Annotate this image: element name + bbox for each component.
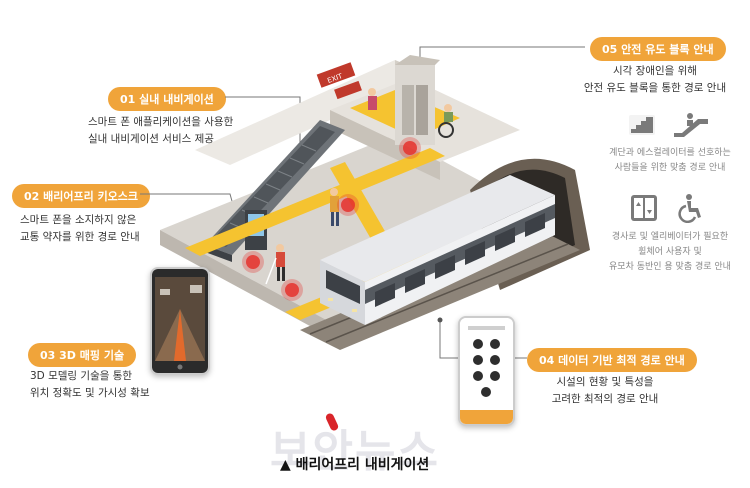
feature-02-line-2: 교통 약자를 위한 경로 안내 [20, 231, 140, 243]
phone-route-app [458, 316, 515, 426]
feature-05-sub2-line-3: 유모차 동반인 용 맞춤 경로 안내 [609, 262, 731, 272]
elevator-tower [395, 65, 435, 145]
feature-04-line-2: 고려한 최적의 경로 안내 [551, 393, 659, 405]
person-upper [368, 88, 377, 110]
feature-05-sub2-line-2: 휠체어 사용자 및 [638, 247, 702, 257]
feature-05-desc: 시각 장애인을 위해 안전 유도 블록을 통한 경로 안내 [570, 63, 740, 97]
feature-02-desc: 스마트 폰을 소지하지 않은 교통 약자를 위한 경로 안내 [20, 212, 140, 246]
feature-01-desc: 스마트 폰 애플리케이션을 사용한 실내 내비게이션 서비스 제공 [88, 114, 233, 148]
feature-05-sub1-line-2: 사람들을 위한 맞춤 경로 안내 [614, 163, 726, 173]
guidance-rings [242, 137, 421, 301]
train [320, 175, 555, 325]
phone-3d-map-screen [152, 269, 208, 373]
back-wall [195, 60, 430, 165]
feature-05-line-2: 안전 유도 블록을 통한 경로 안내 [583, 82, 727, 94]
escalator-icon [672, 111, 712, 137]
feature-05-label: 05 안전 유도 블록 안내 [590, 37, 726, 61]
feature-02-line-1: 스마트 폰을 소지하지 않은 [20, 214, 137, 226]
feature-03-line-2: 위치 정확도 및 가시성 확보 [30, 387, 150, 399]
phone-3d-map [150, 267, 210, 375]
person-walking [330, 188, 339, 226]
watermark-logo: 보안뉴스 [270, 426, 440, 477]
feature-03-line-1: 3D 모델링 기술을 통한 [30, 370, 133, 382]
feature-01-line-1: 스마트 폰 애플리케이션을 사용한 [88, 116, 234, 128]
feature-02-label: 02 배리어프리 키오스크 [12, 184, 151, 208]
feature-03-desc: 3D 모델링 기술을 통한 위치 정확도 및 가시성 확보 [30, 368, 150, 402]
wheelchair-icon [678, 193, 706, 224]
feature-05-sub1-line-1: 계단과 에스컬레이터를 선호하는 [609, 148, 731, 158]
feature-04-label: 04 데이터 기반 최적 경로 안내 [527, 348, 697, 372]
phone-route-app-screen [460, 318, 513, 424]
tactile-strip-main [185, 148, 445, 256]
feature-05-sub2: 경사로 및 엘리베이터가 필요한 휠체어 사용자 및 유모차 동반인 용 맞춤 … [600, 230, 740, 275]
feature-01-line-2: 실내 내비게이션 서비스 제공 [88, 133, 214, 145]
feature-04-line-1: 시설의 현황 및 특성을 [556, 376, 654, 388]
feature-04-desc: 시설의 현황 및 특성을 고려한 최적의 경로 안내 [520, 374, 690, 408]
person-wheelchair [438, 104, 454, 138]
person-with-cane [265, 244, 285, 285]
feature-01-label: 01 실내 내비게이션 [108, 87, 226, 111]
exit-sign [316, 62, 356, 88]
elevator-icon [630, 194, 658, 222]
feature-05-sub2-line-1: 경사로 및 엘리베이터가 필요한 [611, 232, 729, 242]
stairs-icon [628, 113, 656, 137]
feature-03-label: 03 3D 매핑 기술 [28, 343, 137, 367]
feature-05-sub1: 계단과 에스컬레이터를 선호하는 사람들을 위한 맞춤 경로 안내 [600, 146, 740, 176]
feature-05-line-1: 시각 장애인을 위해 [613, 65, 697, 77]
figure-caption: ▲ 배리어프리 내비게이션 [280, 457, 430, 473]
